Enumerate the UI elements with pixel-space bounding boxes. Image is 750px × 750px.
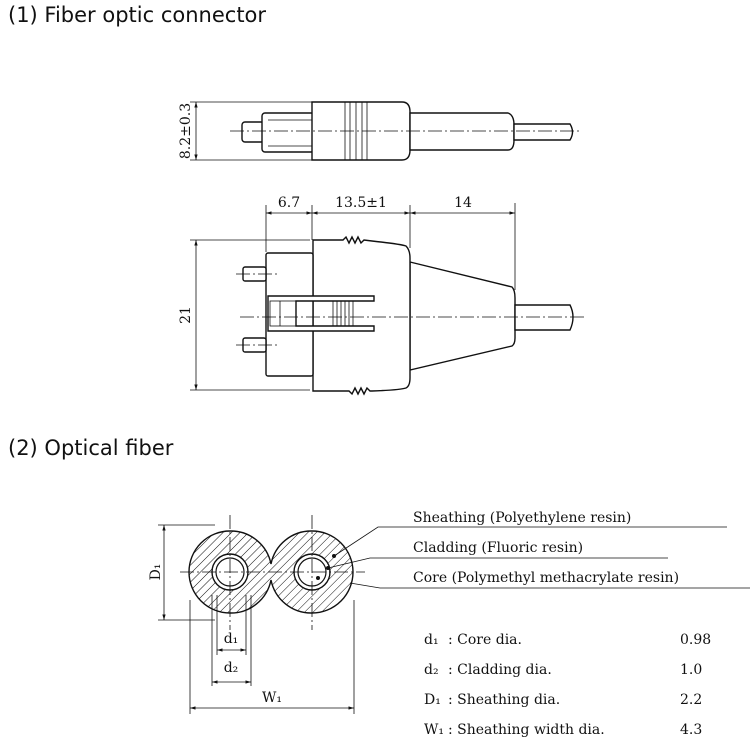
svg-text:0.98: 0.98 [680,632,711,648]
d1-dim-label: d₁ [224,631,239,647]
sheathing-callout: Sheathing (Polyethylene resin) [413,510,631,526]
svg-text:D₁: D₁ [424,692,441,708]
svg-text:: Sheathing width dia.: : Sheathing width dia. [448,722,605,738]
dim-13-5: 13.5±1 [335,195,387,211]
svg-text:2.2: 2.2 [680,692,702,708]
fiber-cross-section: D₁ d₁ d₂ W₁ [148,515,365,714]
W1-dim-label: W₁ [262,690,282,706]
spec-table: d₁ : Core dia. 0.98 d₂ : Cladding dia. 1… [424,632,711,738]
side-height-dim-label: 21 [178,306,194,324]
svg-text:: Core dia.: : Core dia. [448,632,522,648]
dim-6-7: 6.7 [278,195,300,211]
svg-text:W₁: W₁ [424,722,444,738]
svg-text:: Cladding dia.: : Cladding dia. [448,662,552,678]
spec-row: d₂ : Cladding dia. 1.0 [424,662,702,678]
cladding-callout: Cladding (Fluoric resin) [413,540,583,556]
connector-side-view: 6.7 13.5±1 14 21 [178,195,585,396]
svg-text:d₁: d₁ [424,632,439,648]
svg-text:d₂: d₂ [424,662,439,678]
core-callout: Core (Polymethyl methacrylate resin) [413,570,679,586]
svg-text:1.0: 1.0 [680,662,702,678]
svg-text:: Sheathing dia.: : Sheathing dia. [448,692,560,708]
spec-row: D₁ : Sheathing dia. 2.2 [424,692,702,708]
section-1-title: (1) Fiber optic connector [8,3,266,27]
svg-text:4.3: 4.3 [680,722,702,738]
dim-14: 14 [454,195,472,211]
connector-top-view: 8.2±0.3 [178,101,582,161]
top-height-dim-label: 8.2±0.3 [178,103,194,159]
spec-row: W₁ : Sheathing width dia. 4.3 [424,722,702,738]
d2-dim-label: d₂ [224,660,239,676]
D1-dim-label: D₁ [148,564,164,581]
section-2-title: (2) Optical fiber [8,436,174,460]
spec-row: d₁ : Core dia. 0.98 [424,632,711,648]
callouts: Sheathing (Polyethylene resin) Cladding … [316,510,750,589]
